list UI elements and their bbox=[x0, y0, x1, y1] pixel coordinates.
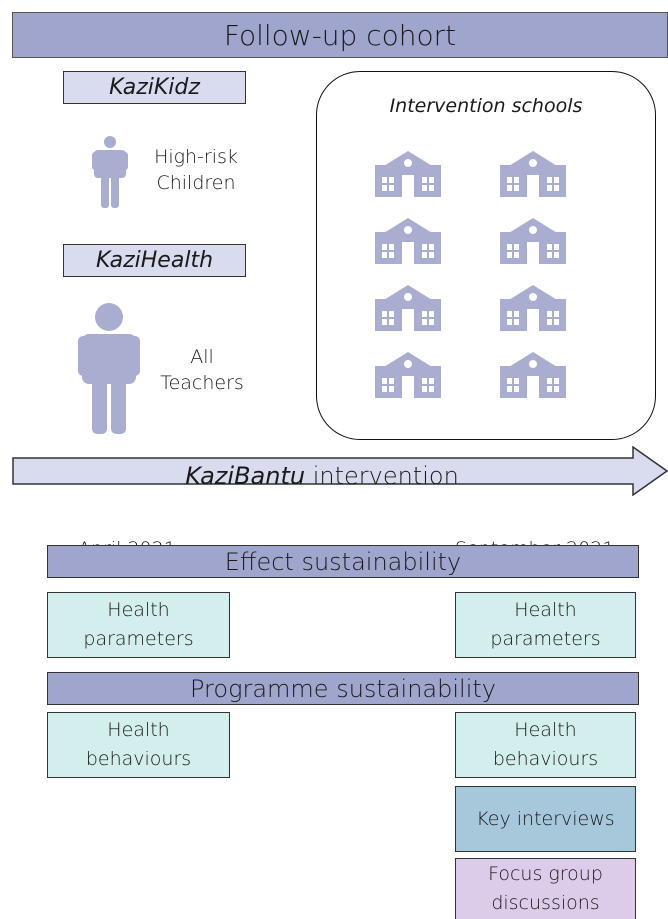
kazihealth-label: KaziHealth bbox=[63, 244, 246, 277]
school-building-icon bbox=[375, 352, 441, 398]
child-person-icon bbox=[92, 136, 128, 208]
effect-sustainability-bar: Effect sustainability bbox=[47, 545, 639, 578]
kazihealth-name: KaziHealth bbox=[95, 248, 214, 273]
title-text: Follow-up cohort bbox=[223, 18, 457, 52]
key-interviews-box: Key interviews bbox=[455, 786, 636, 852]
school-building-icon bbox=[375, 285, 441, 331]
teacher-person-icon bbox=[78, 303, 140, 434]
schools-box bbox=[316, 71, 656, 440]
school-building-icon bbox=[500, 218, 566, 264]
schools-title: Intervention schools bbox=[389, 95, 583, 117]
school-building-icon bbox=[500, 151, 566, 197]
intervention-name: KaziBantu bbox=[185, 462, 306, 490]
school-building-icon bbox=[500, 352, 566, 398]
school-building-icon bbox=[375, 218, 441, 264]
schools-grid bbox=[375, 151, 566, 398]
school-building-icon bbox=[500, 285, 566, 331]
programme-sustainability-bar: Programme sustainability bbox=[47, 672, 639, 705]
kazikidz-label: KaziKidz bbox=[63, 71, 246, 104]
key-interviews-text: Key interviews bbox=[476, 807, 615, 830]
school-building-icon bbox=[375, 151, 441, 197]
programme-title: Programme sustainability bbox=[190, 674, 496, 703]
kazikidz-name: KaziKidz bbox=[109, 75, 200, 100]
intervention-arrow bbox=[12, 446, 668, 496]
effect-title: Effect sustainability bbox=[224, 547, 462, 576]
intervention-label: KaziBantu intervention bbox=[12, 462, 632, 490]
intervention-suffix: intervention bbox=[305, 462, 459, 490]
title-bar: Follow-up cohort bbox=[12, 12, 668, 58]
